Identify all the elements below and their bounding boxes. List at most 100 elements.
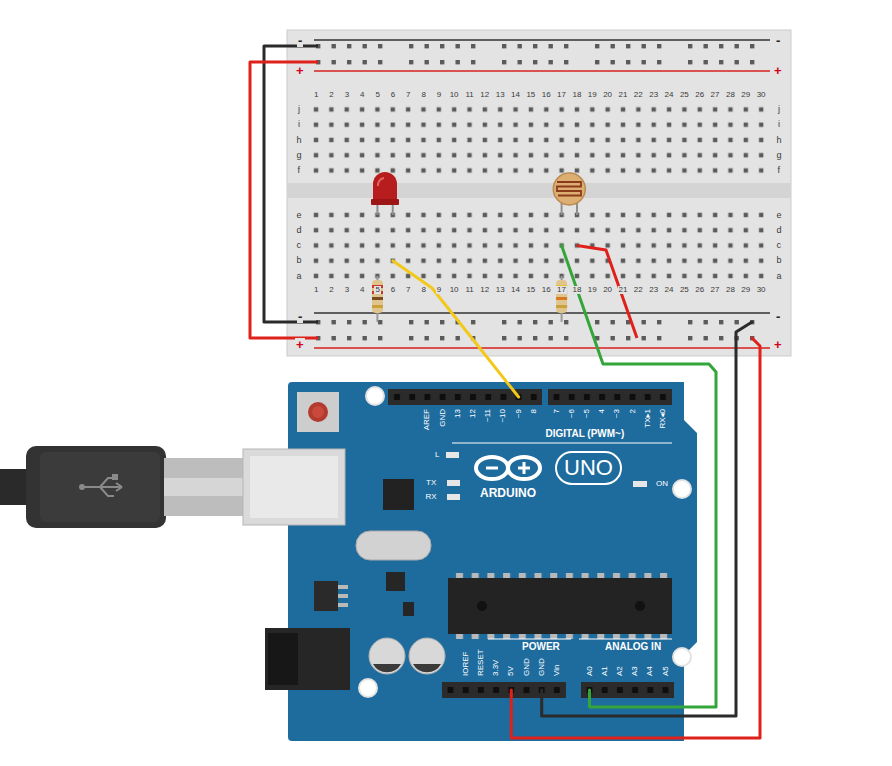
row-letter: b <box>296 256 303 265</box>
led-label: L <box>435 451 439 459</box>
pin-label: ~11 <box>484 409 492 422</box>
row-letter: b <box>776 256 783 265</box>
rail-holes-bottom <box>316 314 781 346</box>
pin-label: Vin <box>553 665 561 676</box>
pin-label: IOREF <box>462 652 470 676</box>
usb-symbol <box>82 478 122 496</box>
pin-label: GND <box>438 409 446 427</box>
row-letter: g <box>296 151 303 160</box>
breadboard-body <box>287 30 791 356</box>
mounting-hole <box>673 648 691 666</box>
breadboard: --++123456789101112131415161718192021222… <box>287 30 791 356</box>
rail-holes <box>316 314 781 346</box>
pin-header-holes <box>582 682 673 698</box>
pin-label: 12 <box>469 409 477 418</box>
pin-header-holes <box>443 682 565 698</box>
column-number: 25 <box>679 286 690 294</box>
pin-label: TX▸1 <box>643 409 651 428</box>
row-letter: h <box>776 136 783 145</box>
pin-label: A2 <box>616 666 624 676</box>
reset-button <box>312 406 324 418</box>
pin-label: GND <box>538 658 546 676</box>
led-symbol <box>371 172 399 215</box>
column-number: 26 <box>694 91 705 99</box>
pin-label: 8 <box>530 409 538 413</box>
rail-holes <box>316 38 781 70</box>
led-body <box>373 172 397 203</box>
column-number: 30 <box>756 91 767 99</box>
pin-label: RESET <box>477 649 485 676</box>
silkscreen-line <box>579 639 672 640</box>
column-number: 19 <box>587 91 598 99</box>
small-chip <box>386 572 405 591</box>
row-letter: f <box>777 166 782 175</box>
led-label: TX <box>426 479 436 487</box>
pin-label: ~6 <box>568 409 576 418</box>
reset-button <box>297 392 339 432</box>
photoresistor-body <box>553 173 585 205</box>
column-number: 23 <box>648 91 659 99</box>
pin-header-holes <box>549 389 671 405</box>
pin-label: A5 <box>662 666 670 676</box>
pin-label: AREF <box>424 409 432 430</box>
rail-sign: - <box>297 34 303 47</box>
led-label: RX <box>426 493 437 501</box>
column-number: 11 <box>465 91 475 99</box>
jumper-wire <box>577 246 637 339</box>
wire <box>562 246 716 708</box>
column-number: 27 <box>710 286 721 294</box>
row-letter: j <box>297 105 301 114</box>
row-letter: i <box>297 120 301 129</box>
silkscreen-line <box>488 639 571 640</box>
pin-label: GND <box>523 658 531 676</box>
uno-frame <box>556 452 621 484</box>
column-number: 8 <box>420 91 426 99</box>
column-number: 10 <box>449 286 460 294</box>
column-number: 16 <box>541 91 552 99</box>
rail-line <box>314 312 770 314</box>
rail-sign: + <box>773 338 783 351</box>
column-number: 24 <box>664 286 675 294</box>
column-number: 20 <box>602 286 613 294</box>
row-letter: d <box>296 226 303 235</box>
pin-label: 3.3V <box>492 660 500 676</box>
column-number: 12 <box>479 286 490 294</box>
column-number: 5 <box>374 286 380 294</box>
row-letter: e <box>776 211 783 220</box>
section-label: DIGITAL (PWM~) <box>546 429 625 439</box>
pin-label: ~3 <box>613 409 621 418</box>
column-number: 2 <box>328 286 334 294</box>
row-letter: i <box>777 120 781 129</box>
column-number: 9 <box>436 91 442 99</box>
rail-sign: - <box>775 34 781 47</box>
column-number: 3 <box>344 286 350 294</box>
row-letter: f <box>297 166 302 175</box>
usb-cable <box>0 446 246 528</box>
column-number: 4 <box>359 91 365 99</box>
row-letter: g <box>776 151 783 160</box>
pin-header <box>442 682 566 698</box>
column-number: 1 <box>313 91 319 99</box>
led-shine <box>378 178 384 186</box>
pin-label: 4 <box>599 409 607 413</box>
rail-sign: + <box>295 64 305 77</box>
usb-symbol <box>112 474 118 480</box>
small-chip <box>403 602 414 616</box>
resistor-band <box>556 305 567 308</box>
pin-label: ~9 <box>515 409 523 418</box>
pin-header-holes <box>549 389 671 405</box>
column-number: 16 <box>541 286 552 294</box>
pin-label: RX◂0 <box>658 409 666 429</box>
silkscreen-line <box>452 443 672 444</box>
led-leg <box>376 204 378 215</box>
led-label: ON <box>656 480 668 488</box>
resistor-band <box>372 305 383 308</box>
pin-header <box>581 682 674 698</box>
column-number: 8 <box>420 286 426 294</box>
arduino-logo <box>523 462 526 474</box>
jumper-wire <box>250 62 318 338</box>
row-letter: c <box>776 241 783 250</box>
column-number: 3 <box>344 91 350 99</box>
